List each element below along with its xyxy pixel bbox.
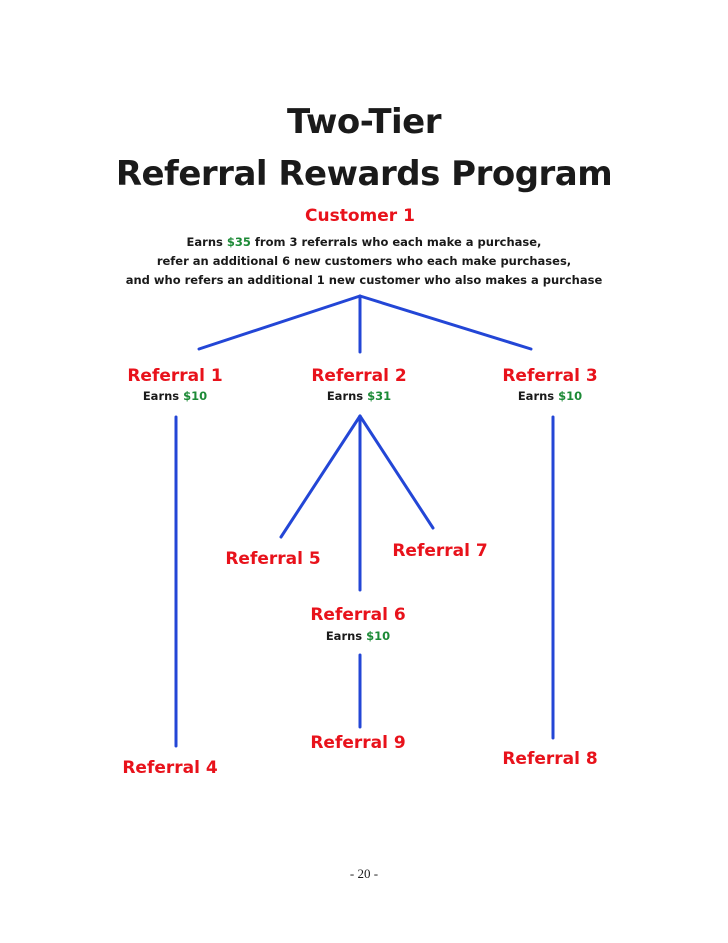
edge-referral-2-referral-5: [279, 414, 362, 539]
title-line-2: Referral Rewards Program: [115, 154, 613, 194]
referral-8-label: Referral 8: [502, 749, 598, 769]
edge-customer-referral-3: [358, 294, 533, 351]
earns-prefix: Earns: [142, 389, 184, 403]
customer-1-description-line-1: Earns $35 from 3 referrals who each make…: [0, 233, 728, 251]
referral-7-label: Referral 7: [392, 541, 488, 561]
referral-5-label: Referral 5: [225, 549, 321, 569]
earns-prefix: Earns: [186, 235, 227, 249]
referral-3-label: Referral 3: [502, 366, 598, 386]
referral-9-label: Referral 9: [310, 733, 406, 753]
description-rest: from 3 referrals who each make a purchas…: [250, 235, 542, 249]
referral-1-label: Referral 1: [127, 366, 223, 386]
earns-amount: $31: [367, 389, 392, 403]
title-line-1: Two-Tier: [286, 102, 442, 142]
referral-2-label: Referral 2: [311, 366, 407, 386]
referral-1-earnings: Earns $10: [143, 388, 207, 404]
referral-3-earnings: Earns $10: [518, 388, 582, 404]
earns-prefix: Earns: [517, 389, 559, 403]
customer-1-label: Customer 1: [305, 206, 415, 226]
customer-1-description-line-3: and who refers an additional 1 new custo…: [125, 273, 603, 287]
earns-amount: $10: [366, 629, 391, 643]
edge-referral-2-referral-7: [358, 414, 435, 530]
earns-prefix: Earns: [325, 629, 367, 643]
earns-amount: $35: [226, 235, 251, 249]
referral-4-label: Referral 4: [122, 758, 218, 778]
customer-1-description-line-2: refer an additional 6 new customers who …: [156, 254, 572, 268]
referral-6-label: Referral 6: [310, 605, 406, 625]
page-number: - 20 -: [349, 866, 379, 881]
edge-customer-referral-1: [197, 294, 362, 351]
referral-2-earnings: Earns $31: [327, 388, 391, 404]
earns-amount: $10: [183, 389, 208, 403]
earns-prefix: Earns: [326, 389, 368, 403]
earns-amount: $10: [558, 389, 583, 403]
referral-6-earnings: Earns $10: [326, 628, 390, 644]
